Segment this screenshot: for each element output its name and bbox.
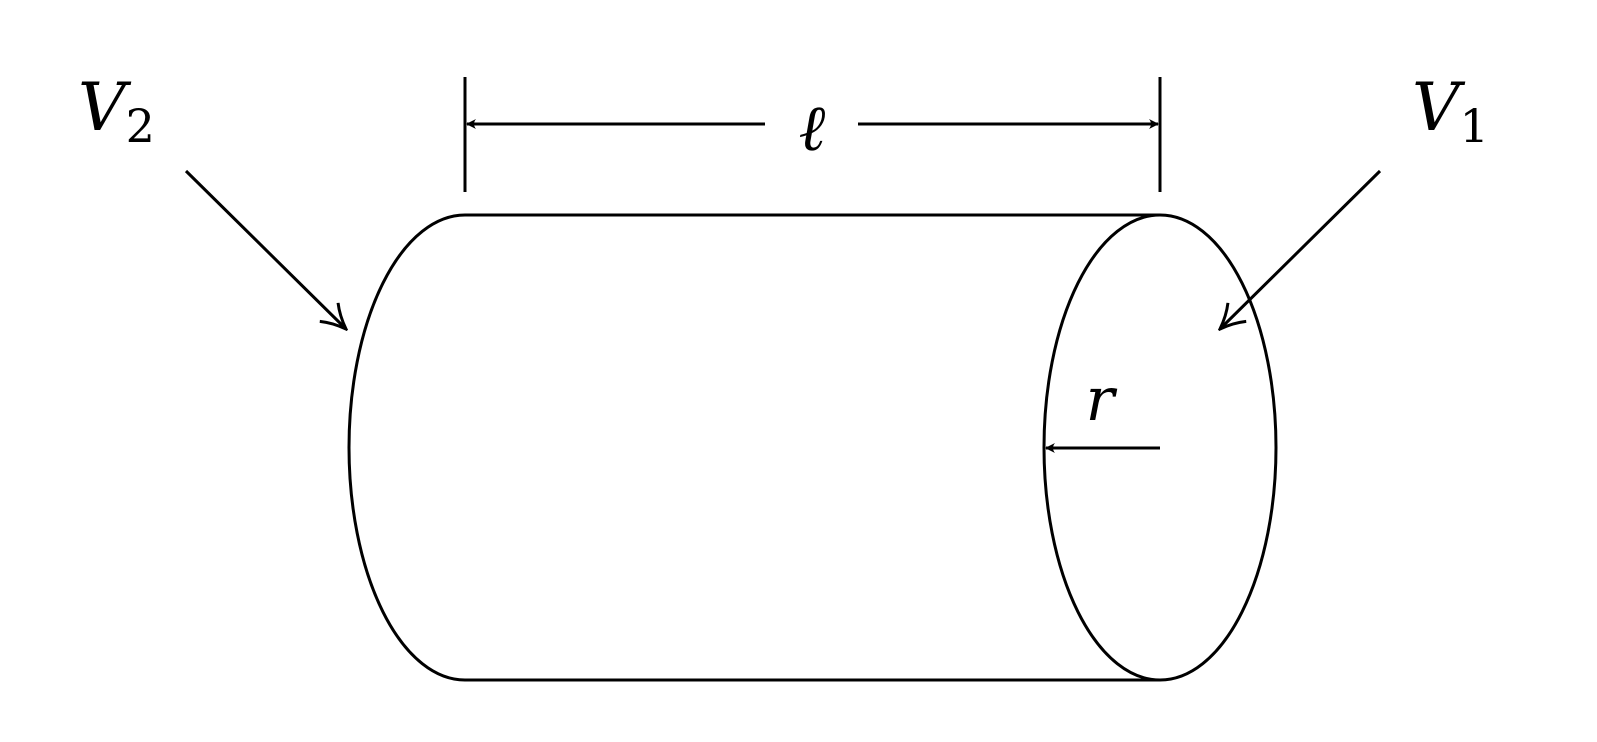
v2-label: V2 (78, 69, 155, 153)
cylinder-right-face (1042, 213, 1278, 682)
v1-subscript: 1 (1460, 99, 1489, 153)
radius-label: r (1086, 365, 1118, 435)
v2-arrow (184, 169, 346, 329)
v2-main: V (78, 69, 132, 146)
length-label: ℓ (799, 92, 826, 166)
cylinder-left-end (347, 213, 466, 682)
v1-label: V1 (1412, 69, 1489, 153)
v2-subscript: 2 (126, 99, 155, 153)
v1-arrow (1220, 169, 1382, 329)
v1-main: V (1412, 69, 1466, 146)
